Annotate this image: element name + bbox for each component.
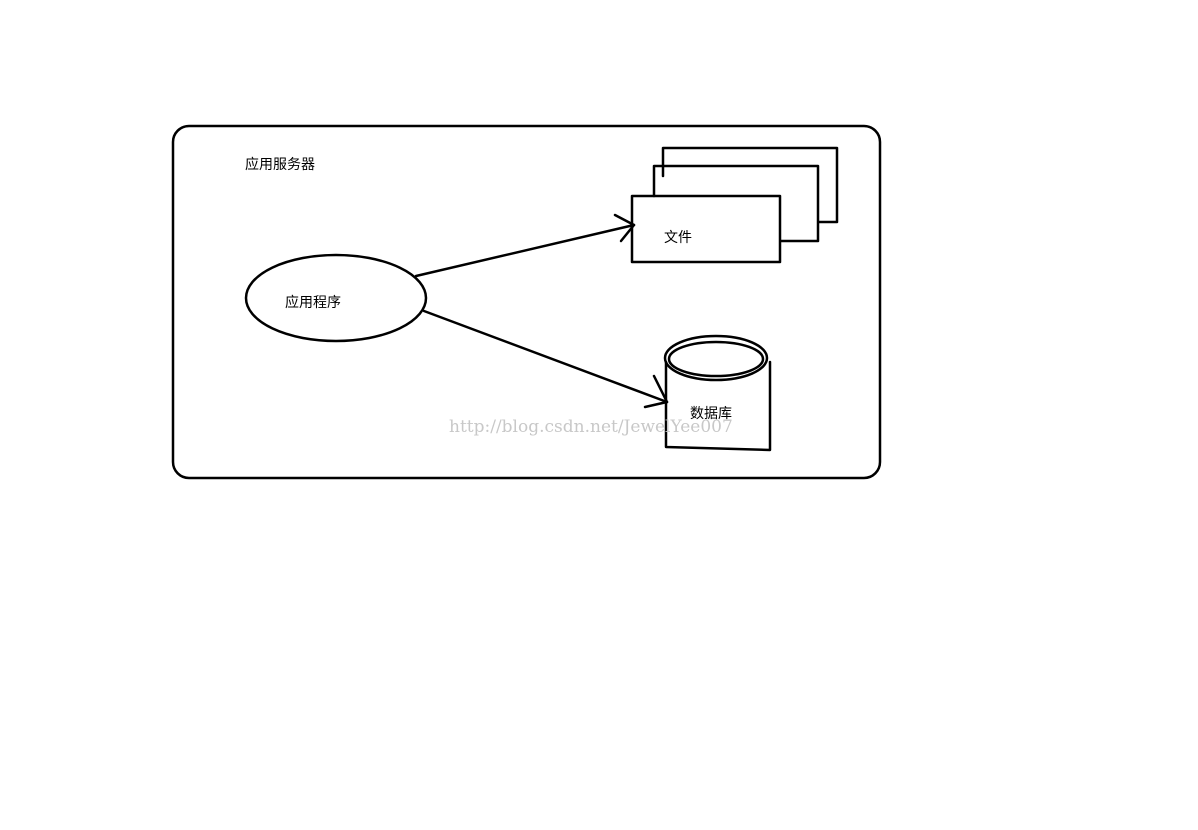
- database-top-outer: [663, 334, 769, 382]
- arrow-app-to-file: [414, 213, 636, 278]
- watermark-text: http://blog.csdn.net/JewelYee007: [449, 417, 733, 437]
- file-node: [630, 194, 782, 264]
- arrow-app-to-database: [422, 309, 669, 409]
- database-top-inner: [667, 340, 765, 378]
- app-node: [244, 253, 428, 343]
- database-body: [664, 360, 772, 452]
- database-label: 数据库: [690, 406, 732, 422]
- file-stack-middle: [652, 164, 820, 243]
- database-node: [663, 334, 772, 452]
- file-label: 文件: [664, 230, 692, 246]
- server-label: 应用服务器: [245, 156, 315, 173]
- app-label: 应用程序: [285, 294, 341, 311]
- file-stack-back: [661, 146, 839, 224]
- server-container: [171, 124, 882, 480]
